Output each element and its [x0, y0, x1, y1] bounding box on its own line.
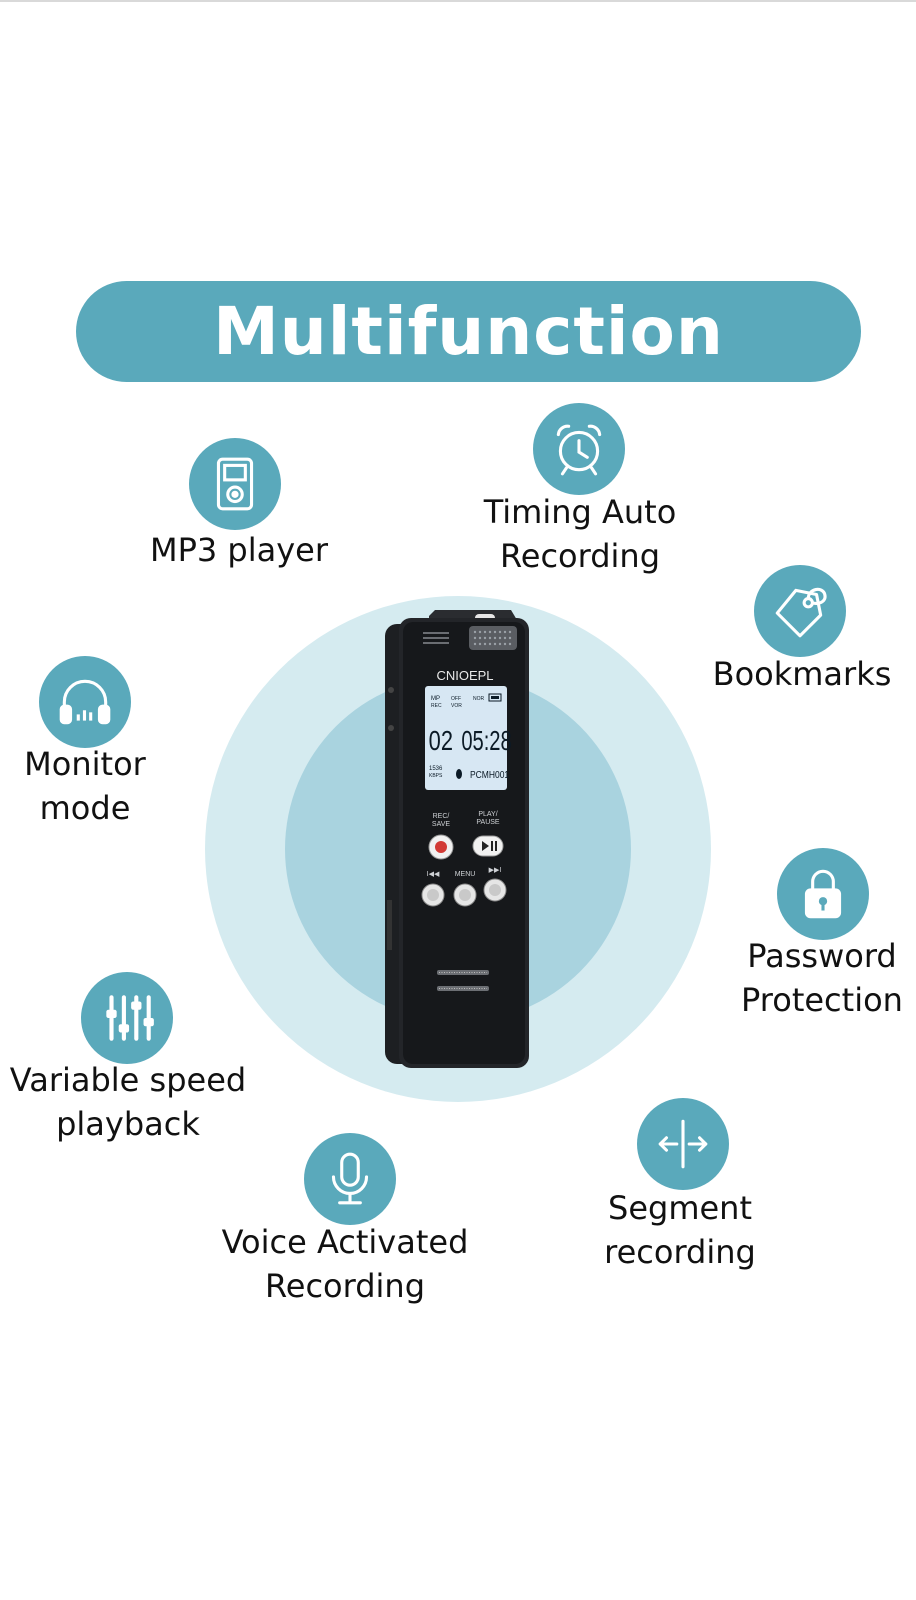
screen-status-nor: NOR: [473, 696, 485, 702]
screen-status-vor: VOR: [451, 703, 462, 709]
rec-label-1: REC/: [433, 813, 450, 820]
screen-status-mp: MP: [431, 696, 440, 702]
lock-icon: [777, 848, 869, 940]
play-label-2: PAUSE: [476, 819, 500, 826]
screen-track-number: 02: [429, 725, 453, 756]
voice-recorder-device: CNIOEPL MP REC OFF VOR NOR 02 05:28 1536…: [385, 610, 529, 1068]
screen-bitrate: 1536: [429, 766, 443, 772]
feature-label-voice: Voice Activated Recording: [221, 1223, 469, 1305]
feature-label-monitor: Monitor mode: [24, 745, 146, 827]
equalizer-icon: [81, 972, 173, 1064]
screen-bitrate-unit: KBPS: [429, 773, 443, 779]
headphones-icon: [39, 656, 131, 748]
device-brand: CNIOEPL: [436, 668, 493, 683]
alarm-clock-icon: [533, 403, 625, 495]
menu-label: MENU: [455, 871, 476, 878]
microphone-icon: [304, 1133, 396, 1225]
screen-time: 05:28: [461, 726, 511, 757]
split-arrows-icon: [637, 1098, 729, 1190]
feature-label-mp3: MP3 player: [149, 531, 329, 569]
play-label-1: PLAY/: [478, 811, 497, 818]
screen-filename: PCMH001: [470, 769, 509, 780]
prev-label: I◀◀: [427, 871, 440, 878]
feature-label-timing: Timing Auto Recording: [483, 493, 677, 575]
screen-status-off: OFF: [451, 696, 461, 702]
mp3-player-icon: [189, 438, 281, 530]
page-title: Multifunction: [213, 293, 724, 370]
title-banner: Multifunction: [76, 281, 861, 382]
next-label: ▶▶I: [489, 867, 502, 874]
top-divider: [0, 0, 916, 2]
tag-icon: [754, 565, 846, 657]
feature-label-password: Password Protection: [741, 937, 903, 1019]
screen-status-rec: REC: [431, 703, 442, 709]
feature-label-segment: Segment recording: [604, 1189, 756, 1271]
feature-label-speed: Variable speed playback: [9, 1061, 247, 1143]
rec-label-2: SAVE: [432, 821, 450, 828]
feature-label-bookmarks: Bookmarks: [712, 655, 892, 693]
